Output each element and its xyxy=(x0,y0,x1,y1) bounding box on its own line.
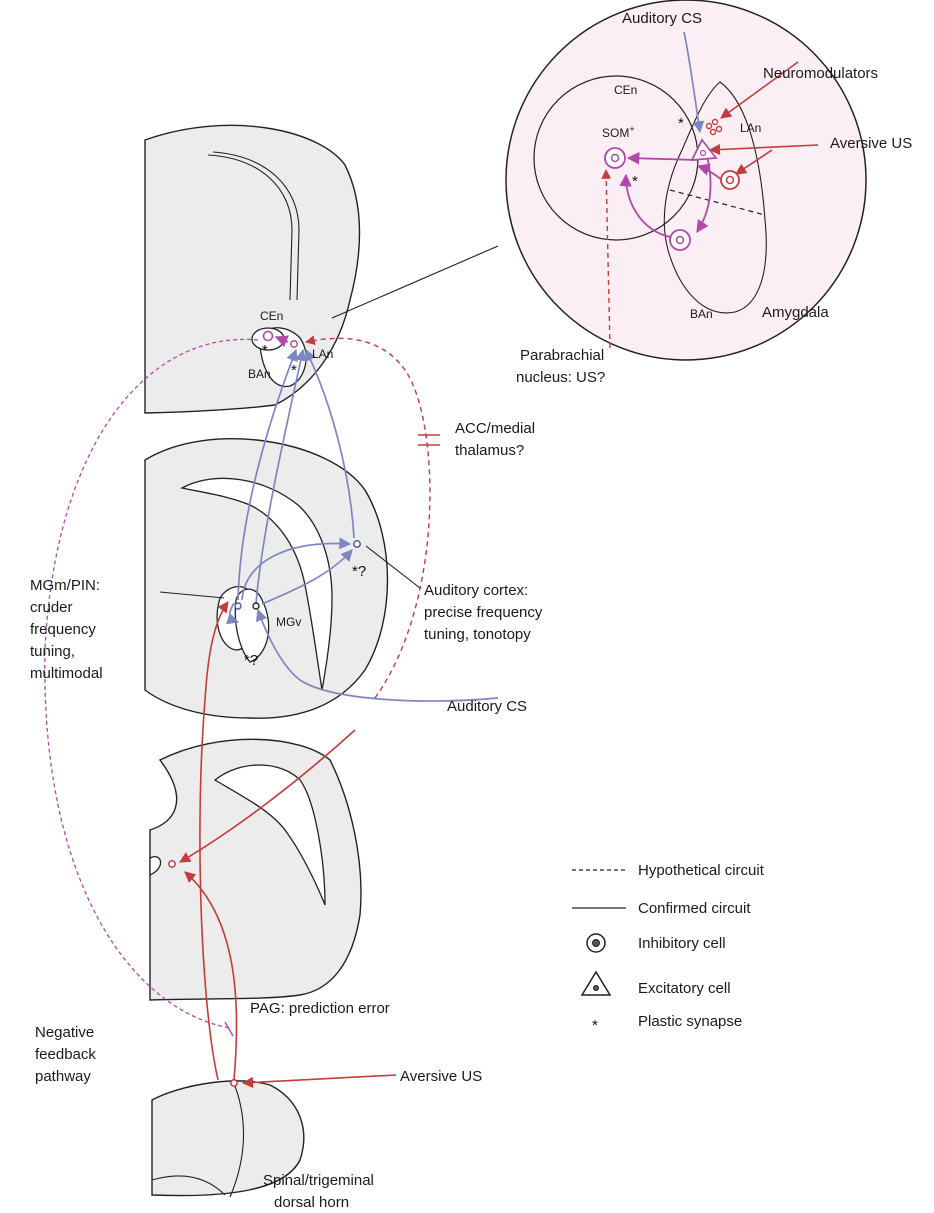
amygdala-label: Amygdala xyxy=(762,304,829,321)
plastic-synapse-marker: *? xyxy=(352,563,366,580)
mgm-cell xyxy=(235,603,241,609)
parabrachial-label-2: nucleus: US? xyxy=(516,369,605,386)
plastic-synapse-marker: *? xyxy=(244,652,258,669)
ban-inset-label: BAn xyxy=(690,307,713,321)
legend-excitatory-icon xyxy=(582,972,610,995)
legend-confirmed-label: Confirmed circuit xyxy=(638,900,751,917)
pag-cell xyxy=(169,861,175,867)
midbrain-section xyxy=(150,739,361,1000)
parabrachial-label-1: Parabrachial xyxy=(520,347,604,364)
plastic-synapse-marker: * xyxy=(678,115,684,132)
mgv-label: MGv xyxy=(276,615,301,629)
mgm-label-2: cruder xyxy=(30,599,73,616)
auditory-cs-mid-label: Auditory CS xyxy=(447,698,527,715)
legend-plastic-icon: * xyxy=(592,1017,598,1034)
mgm-label-1: MGm/PIN: xyxy=(30,577,100,594)
negative-feedback-label-3: pathway xyxy=(35,1068,91,1085)
pag-label: PAG: prediction error xyxy=(250,1000,390,1017)
dorsal-horn-cell xyxy=(231,1080,237,1086)
ban-brain-label: BAn xyxy=(248,367,271,381)
plastic-synapse-marker: * xyxy=(291,362,297,379)
acc-label-2: thalamus? xyxy=(455,442,524,459)
mgm-label-5: multimodal xyxy=(30,665,103,682)
auditory-cortex-label-1: Auditory cortex: xyxy=(424,582,528,599)
mgm-label-4: tuning, xyxy=(30,643,75,660)
lan-inset-label: LAn xyxy=(740,121,761,135)
plastic-synapse-marker: * xyxy=(632,173,638,190)
legend-excitatory-label: Excitatory cell xyxy=(638,980,731,997)
lan-cell xyxy=(291,341,297,347)
plastic-synapse-marker: * xyxy=(262,342,268,359)
legend-plastic-label: Plastic synapse xyxy=(638,1013,742,1030)
negative-feedback-label-1: Negative xyxy=(35,1024,94,1041)
cen-inset-label: CEn xyxy=(614,83,637,97)
aversive-us-top-label: Aversive US xyxy=(830,135,912,152)
negative-feedback-label-2: feedback xyxy=(35,1046,96,1063)
neuromodulators-label: Neuromodulators xyxy=(763,65,878,82)
cen-cell xyxy=(264,332,273,341)
acc-label-1: ACC/medial xyxy=(455,420,535,437)
mgv-cell xyxy=(253,603,259,609)
auditory-cortex-label-3: tuning, tonotopy xyxy=(424,626,531,643)
spinal-label-2: dorsal horn xyxy=(274,1194,349,1211)
spinal-label-1: Spinal/trigeminal xyxy=(263,1172,374,1189)
mgm-label-3: frequency xyxy=(30,621,96,638)
aversive-us-bottom-label: Aversive US xyxy=(400,1068,482,1085)
auditory-cs-top-label: Auditory CS xyxy=(622,10,702,27)
cen-brain-label: CEn xyxy=(260,309,283,323)
auditory-cortex-cell xyxy=(354,541,360,547)
aversive-us-arrow xyxy=(243,1075,396,1083)
legend: Hypothetical circuit Confirmed circuit I… xyxy=(572,862,765,1034)
auditory-cortex-label-2: precise frequency xyxy=(424,604,543,621)
legend-inhibitory-label: Inhibitory cell xyxy=(638,935,726,952)
legend-hypothetical-label: Hypothetical circuit xyxy=(638,862,765,879)
lan-brain-label: LAn xyxy=(312,347,333,361)
